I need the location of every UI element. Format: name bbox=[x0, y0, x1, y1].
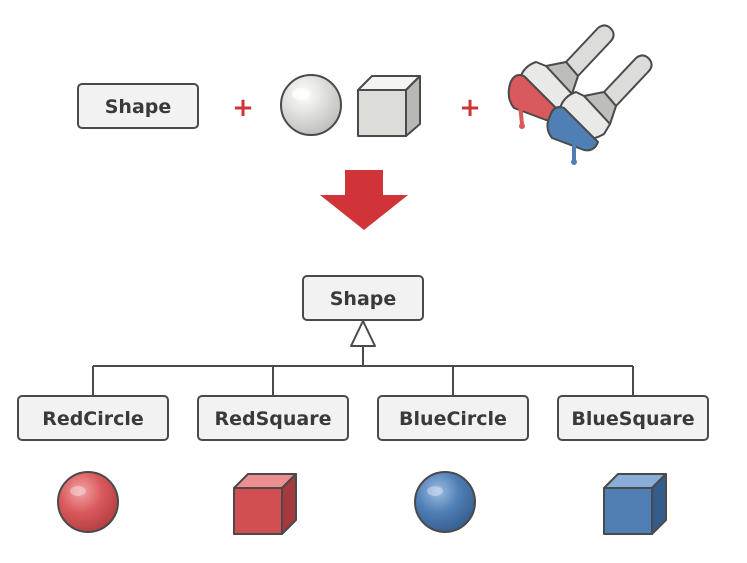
child-box-redcircle: RedCircle bbox=[17, 395, 169, 441]
cube-icon bbox=[357, 75, 421, 137]
red-paintbrush-icon bbox=[507, 24, 615, 129]
sphere-icon bbox=[280, 74, 342, 136]
child-label-bluesquare: BlueSquare bbox=[571, 408, 694, 430]
paintbrushes-icon bbox=[507, 24, 653, 165]
top-shape-label: Shape bbox=[105, 96, 172, 118]
child-box-bluecircle: BlueCircle bbox=[377, 395, 529, 441]
inheritance-connectors bbox=[92, 346, 634, 396]
child-label-redsquare: RedSquare bbox=[214, 408, 331, 430]
red-cube-icon bbox=[233, 473, 297, 535]
parent-shape-box: Shape bbox=[302, 275, 424, 321]
inheritance-triangle-icon bbox=[350, 320, 376, 347]
plus-sign-1: + bbox=[232, 93, 254, 123]
blue-paintbrush-icon bbox=[546, 54, 653, 165]
blue-cube-icon bbox=[603, 473, 667, 535]
plus-sign-2: + bbox=[459, 93, 481, 123]
child-label-bluecircle: BlueCircle bbox=[399, 408, 507, 430]
down-arrow-icon bbox=[320, 170, 408, 230]
red-sphere-icon bbox=[57, 471, 119, 533]
parent-shape-label: Shape bbox=[330, 288, 397, 310]
child-label-redcircle: RedCircle bbox=[42, 408, 144, 430]
top-shape-box: Shape bbox=[77, 83, 199, 129]
child-box-bluesquare: BlueSquare bbox=[557, 395, 709, 441]
blue-sphere-icon bbox=[414, 471, 476, 533]
child-box-redsquare: RedSquare bbox=[197, 395, 349, 441]
